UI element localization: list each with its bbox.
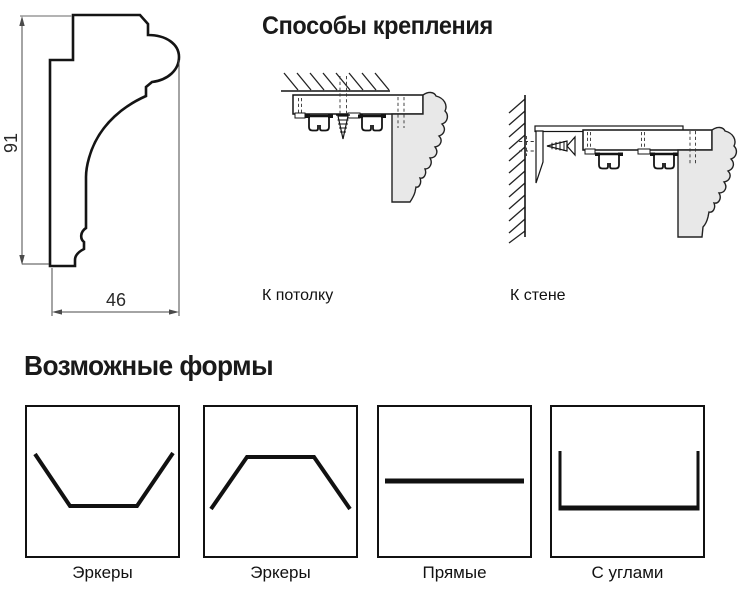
curtain-rail — [305, 114, 333, 132]
screw-icon — [336, 114, 350, 140]
shape-label-3: Прямые — [422, 563, 487, 582]
cornice-profile-drawing: 91 46 — [1, 13, 181, 316]
cornice-panel — [677, 126, 738, 238]
with-corners-shape — [558, 451, 700, 511]
shape-label-4: С углами — [591, 563, 664, 582]
rail-clip — [294, 112, 306, 119]
screw-icon — [546, 135, 576, 157]
shape-label-2: Эркеры — [250, 563, 311, 582]
shape-box-bay-outward — [25, 405, 180, 558]
hidden-lines — [519, 131, 696, 165]
bracket-vertical — [535, 130, 544, 184]
ceiling-mount-diagram — [281, 72, 449, 203]
shape-label-1: Эркеры — [72, 563, 133, 582]
mounting-section-title: Способы крепления — [262, 12, 493, 40]
arrow-up-icon — [19, 16, 25, 26]
bay-inward-shape — [209, 455, 352, 511]
arrow-down-icon — [19, 255, 25, 265]
mounting-plate — [582, 129, 713, 151]
wall-mount-diagram — [508, 95, 738, 244]
ceiling-hatch — [283, 72, 390, 91]
curtain-rail — [595, 152, 623, 170]
wall-hatch — [508, 98, 526, 244]
profile-outline — [48, 13, 181, 268]
curtain-rail — [650, 152, 678, 170]
bay-outward-shape — [33, 451, 175, 508]
straight-shape — [385, 478, 524, 484]
rail-clip — [637, 148, 651, 155]
arrow-right-icon — [169, 309, 179, 315]
rail-clip — [584, 148, 596, 155]
mounting-plate — [292, 94, 424, 115]
shape-box-straight — [377, 405, 532, 558]
arrow-left-icon — [52, 309, 62, 315]
wall-method-label: К стене — [510, 287, 566, 304]
curtain-rail — [358, 114, 386, 132]
ceiling-method-label: К потолку — [262, 287, 334, 304]
width-dimension-value: 46 — [106, 290, 126, 310]
height-dimension-value: 91 — [1, 133, 21, 153]
shape-box-with-corners — [550, 405, 705, 558]
cornice-panel — [391, 91, 449, 203]
shapes-section-title: Возможные формы — [24, 350, 274, 381]
shape-box-bay-inward — [203, 405, 358, 558]
hidden-lines — [298, 76, 405, 128]
